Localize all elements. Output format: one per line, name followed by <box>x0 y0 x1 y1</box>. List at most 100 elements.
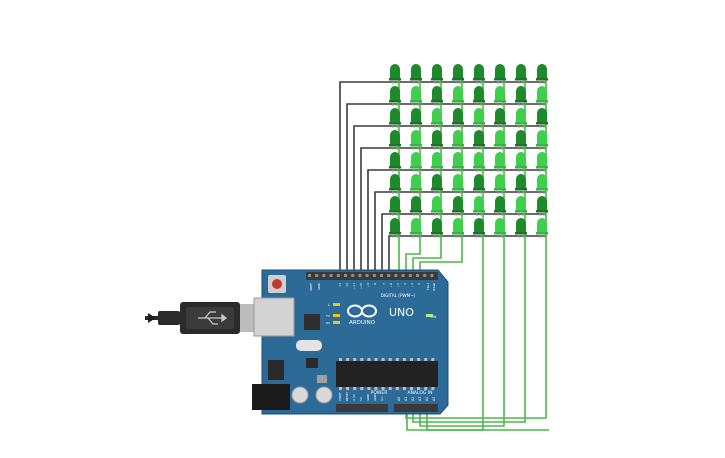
led[interactable] <box>515 86 527 106</box>
usb-icon <box>198 311 228 325</box>
led[interactable] <box>410 64 422 84</box>
led[interactable] <box>389 86 401 106</box>
led[interactable] <box>515 108 527 128</box>
led[interactable] <box>473 130 485 150</box>
digital-header[interactable] <box>306 272 438 280</box>
led[interactable] <box>515 64 527 84</box>
led[interactable] <box>452 130 464 150</box>
led[interactable] <box>452 86 464 106</box>
led[interactable] <box>431 196 443 216</box>
led[interactable] <box>515 152 527 172</box>
led[interactable] <box>494 86 506 106</box>
led[interactable] <box>452 218 464 238</box>
led[interactable] <box>389 174 401 194</box>
led[interactable] <box>431 64 443 84</box>
analog-pin-label: A4 <box>425 397 429 401</box>
led[interactable] <box>410 196 422 216</box>
led[interactable] <box>536 64 548 84</box>
digital-pin-label: 7 <box>382 283 386 285</box>
led[interactable] <box>389 152 401 172</box>
led[interactable] <box>389 64 401 84</box>
digital-pin-label: ~3 <box>410 283 414 288</box>
led[interactable] <box>431 108 443 128</box>
led[interactable] <box>431 130 443 150</box>
led[interactable] <box>494 64 506 84</box>
led[interactable] <box>431 174 443 194</box>
led[interactable] <box>452 152 464 172</box>
power-header[interactable] <box>336 404 388 412</box>
led[interactable] <box>494 130 506 150</box>
led[interactable] <box>431 86 443 106</box>
analog-pin-label: A3 <box>418 397 422 401</box>
led[interactable] <box>452 64 464 84</box>
led[interactable] <box>389 108 401 128</box>
brand-text: ARDUINO <box>349 320 376 326</box>
led[interactable] <box>536 218 548 238</box>
led[interactable] <box>410 86 422 106</box>
led[interactable] <box>494 174 506 194</box>
led[interactable] <box>515 218 527 238</box>
arduino-uno-board[interactable]: ARDUINO UNO DIGITAL (PWM~) POWER ANALOG … <box>252 269 449 415</box>
analog-pin-label: A1 <box>404 397 408 401</box>
led[interactable] <box>494 108 506 128</box>
digital-pin-label: ~6 <box>389 283 393 288</box>
led[interactable] <box>410 152 422 172</box>
power-jack <box>252 384 290 410</box>
led[interactable] <box>473 86 485 106</box>
digital-pin-label: 8 <box>373 283 377 285</box>
analog-header[interactable] <box>394 404 438 412</box>
led[interactable] <box>515 174 527 194</box>
led[interactable] <box>536 174 548 194</box>
usb-cable[interactable] <box>145 302 262 334</box>
led[interactable] <box>536 86 548 106</box>
led[interactable] <box>410 174 422 194</box>
led[interactable] <box>452 196 464 216</box>
led[interactable] <box>536 108 548 128</box>
led[interactable] <box>515 196 527 216</box>
model-text: UNO <box>389 306 414 319</box>
led[interactable] <box>431 152 443 172</box>
digital-pin-label: 2 <box>417 283 421 285</box>
led[interactable] <box>536 196 548 216</box>
led[interactable] <box>494 196 506 216</box>
led[interactable] <box>473 108 485 128</box>
led[interactable] <box>473 174 485 194</box>
ioref-label: IOREF <box>338 392 342 401</box>
led[interactable] <box>410 218 422 238</box>
digital-pin-label: 4 <box>403 283 407 285</box>
led[interactable] <box>473 218 485 238</box>
led[interactable] <box>431 218 443 238</box>
digital-pin-label: 12 <box>345 283 349 287</box>
led[interactable] <box>473 196 485 216</box>
on-label: ON <box>431 315 437 319</box>
vin-label: Vin <box>380 396 384 401</box>
led[interactable] <box>389 196 401 216</box>
gnd2-label: GND <box>366 393 370 401</box>
analog-label: ANALOG IN <box>407 390 432 396</box>
aref-label: AREF <box>309 283 313 291</box>
led[interactable] <box>410 108 422 128</box>
digital-pin-label: 13 <box>338 283 342 287</box>
analog-pin-label: A2 <box>411 397 415 401</box>
digital-label: DIGITAL (PWM~) <box>381 293 416 298</box>
digital-pin-label: ~10 <box>359 283 363 289</box>
led[interactable] <box>473 152 485 172</box>
led[interactable] <box>410 130 422 150</box>
led[interactable] <box>389 130 401 150</box>
rx0-label: RX◂0 <box>432 283 436 291</box>
led[interactable] <box>389 218 401 238</box>
led[interactable] <box>494 218 506 238</box>
led[interactable] <box>473 64 485 84</box>
digital-pin-label: ~5 <box>396 283 400 288</box>
led-matrix[interactable] <box>389 64 548 238</box>
led[interactable] <box>494 152 506 172</box>
led[interactable] <box>536 152 548 172</box>
led[interactable] <box>515 130 527 150</box>
led[interactable] <box>452 174 464 194</box>
atmega-chip <box>336 361 438 387</box>
led[interactable] <box>452 108 464 128</box>
led[interactable] <box>536 130 548 150</box>
analog-pin-label: A5 <box>432 397 436 401</box>
digital-pin-label: ~11 <box>352 283 356 289</box>
